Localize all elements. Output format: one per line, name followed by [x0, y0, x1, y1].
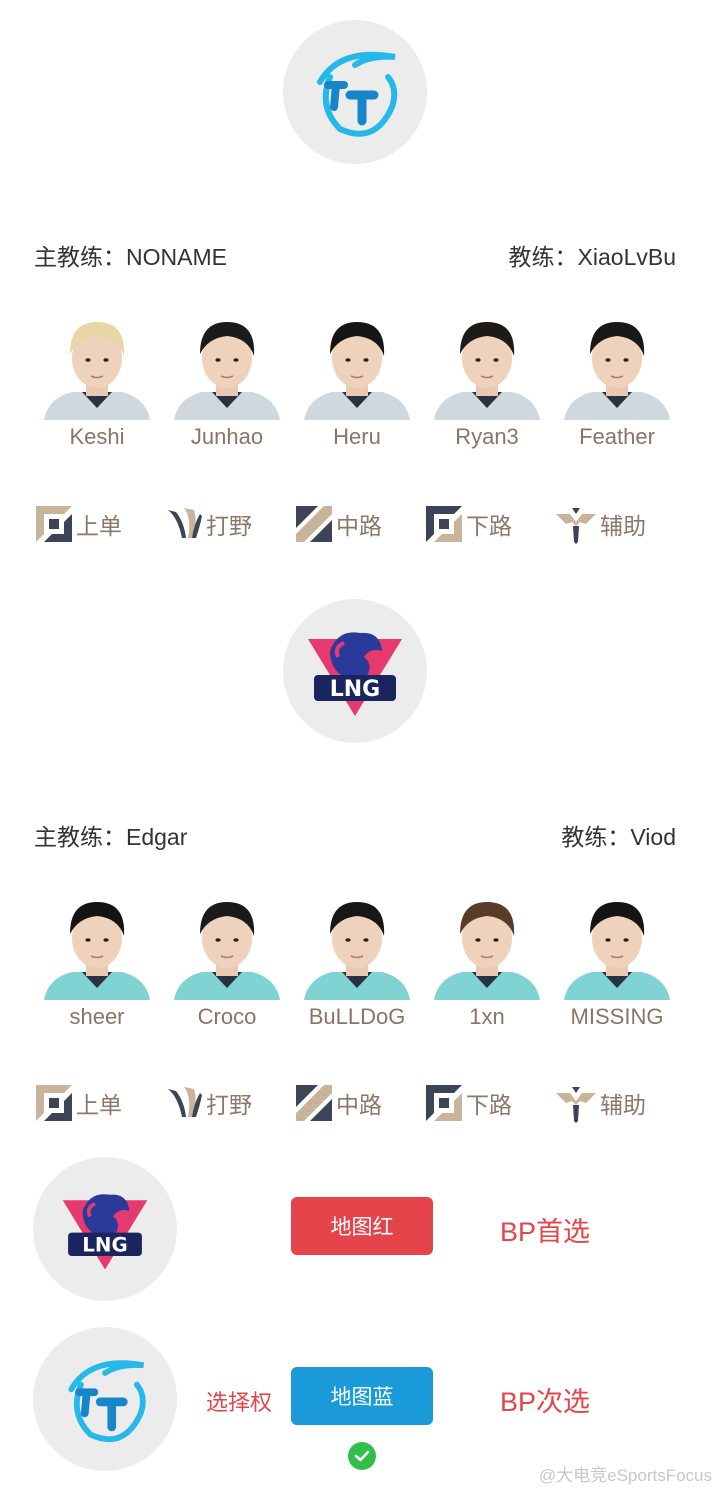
bot-lane-icon: [424, 504, 464, 544]
top-lane-icon: [34, 1083, 74, 1123]
tt-team-logo: [283, 20, 427, 164]
support-icon: [554, 504, 598, 544]
support-icon: [554, 1083, 598, 1123]
svg-text:LNG: LNG: [82, 1234, 127, 1257]
player-card: BuLLDoG: [292, 892, 422, 1030]
role-label: 下路: [466, 1092, 512, 1118]
mid-lane-icon: [294, 1083, 334, 1123]
role-label: 辅助: [600, 513, 646, 539]
tt-logo-icon: [317, 51, 398, 137]
player-card: Ryan3: [422, 312, 552, 450]
player-photo: [42, 312, 152, 420]
watermark: @大电竞eSportsFocus: [538, 1466, 712, 1485]
role-label: 中路: [336, 1092, 382, 1118]
player-name: MISSING: [570, 1004, 664, 1029]
player-photo: [432, 892, 542, 1000]
map-blue-button[interactable]: 地图蓝: [291, 1367, 433, 1425]
jungle-icon: [164, 1083, 204, 1123]
choice-right-label: 选择权: [206, 1390, 273, 1415]
team2-players: sheer Croco BuLLDoG 1xn MISSING: [32, 892, 682, 1030]
lng-team-logo: LNG: [283, 599, 427, 743]
svg-text:LNG: LNG: [330, 677, 381, 702]
bot-lane-icon: [424, 1083, 464, 1123]
player-photo: [42, 892, 152, 1000]
lng-logo-icon: LNG: [62, 1194, 148, 1270]
role-jungle: 打野: [164, 504, 284, 544]
team1-coach-row: 主教练：NONAME 教练：XiaoLvBu: [34, 240, 676, 270]
role-bot-lane: 下路: [424, 504, 544, 544]
player-name: Heru: [333, 424, 381, 449]
player-photo: [172, 312, 282, 420]
role-mid-lane: 中路: [294, 1083, 414, 1123]
role-top-lane: 上单: [34, 1083, 154, 1123]
role-mid-lane: 中路: [294, 504, 414, 544]
mid-lane-icon: [294, 504, 334, 544]
jungle-icon: [164, 504, 204, 544]
role-label: 上单: [76, 513, 122, 539]
player-card: 1xn: [422, 892, 552, 1030]
role-label: 辅助: [600, 1092, 646, 1118]
player-name: BuLLDoG: [308, 1004, 406, 1029]
player-photo: [562, 312, 672, 420]
head-coach-label: 主教练：Edgar: [34, 824, 188, 850]
role-support: 辅助: [554, 504, 674, 544]
player-card: Croco: [162, 892, 292, 1030]
team2-coach-row: 主教练：Edgar 教练：Viod: [34, 820, 676, 850]
tt-small-logo: [33, 1327, 177, 1471]
player-name: Croco: [197, 1004, 257, 1029]
team1-players: Keshi Junhao Heru Ryan3 Feather: [32, 312, 682, 450]
player-photo: [302, 312, 412, 420]
role-bot-lane: 下路: [424, 1083, 544, 1123]
bp-first-pick-label: BP首选: [500, 1217, 591, 1247]
bp-second-pick-label: BP次选: [500, 1387, 591, 1417]
map-red-button[interactable]: 地图红: [291, 1197, 433, 1255]
team1-roles: 上单 打野 中路 下路 辅助: [34, 504, 674, 544]
player-photo: [432, 312, 542, 420]
player-card: MISSING: [552, 892, 682, 1030]
role-jungle: 打野: [164, 1083, 284, 1123]
player-card: Feather: [552, 312, 682, 450]
player-card: Junhao: [162, 312, 292, 450]
player-card: Keshi: [32, 312, 162, 450]
role-label: 上单: [76, 1092, 122, 1118]
role-top-lane: 上单: [34, 504, 154, 544]
lng-small-logo: LNG: [33, 1157, 177, 1301]
role-label: 打野: [206, 513, 252, 539]
role-label: 打野: [206, 1092, 252, 1118]
player-card: sheer: [32, 892, 162, 1030]
tt-logo-icon: [68, 1360, 146, 1443]
player-photo: [562, 892, 672, 1000]
role-label: 中路: [336, 513, 382, 539]
player-name: Feather: [579, 424, 655, 449]
player-name: 1xn: [469, 1004, 505, 1029]
top-lane-icon: [34, 504, 74, 544]
selected-check-icon: [348, 1442, 376, 1470]
coach-label: 教练：XiaoLvBu: [508, 244, 676, 270]
player-name: Ryan3: [455, 424, 519, 449]
coach-label: 教练：Viod: [561, 824, 676, 850]
player-name: Keshi: [69, 424, 125, 449]
role-support: 辅助: [554, 1083, 674, 1123]
player-name: Junhao: [190, 424, 264, 449]
team2-roles: 上单 打野 中路 下路 辅助: [34, 1083, 674, 1123]
player-photo: [302, 892, 412, 1000]
player-card: Heru: [292, 312, 422, 450]
lng-logo-icon: LNG: [308, 632, 402, 716]
head-coach-label: 主教练：NONAME: [34, 244, 227, 270]
player-photo: [172, 892, 282, 1000]
role-label: 下路: [466, 513, 512, 539]
player-name: sheer: [69, 1004, 125, 1029]
